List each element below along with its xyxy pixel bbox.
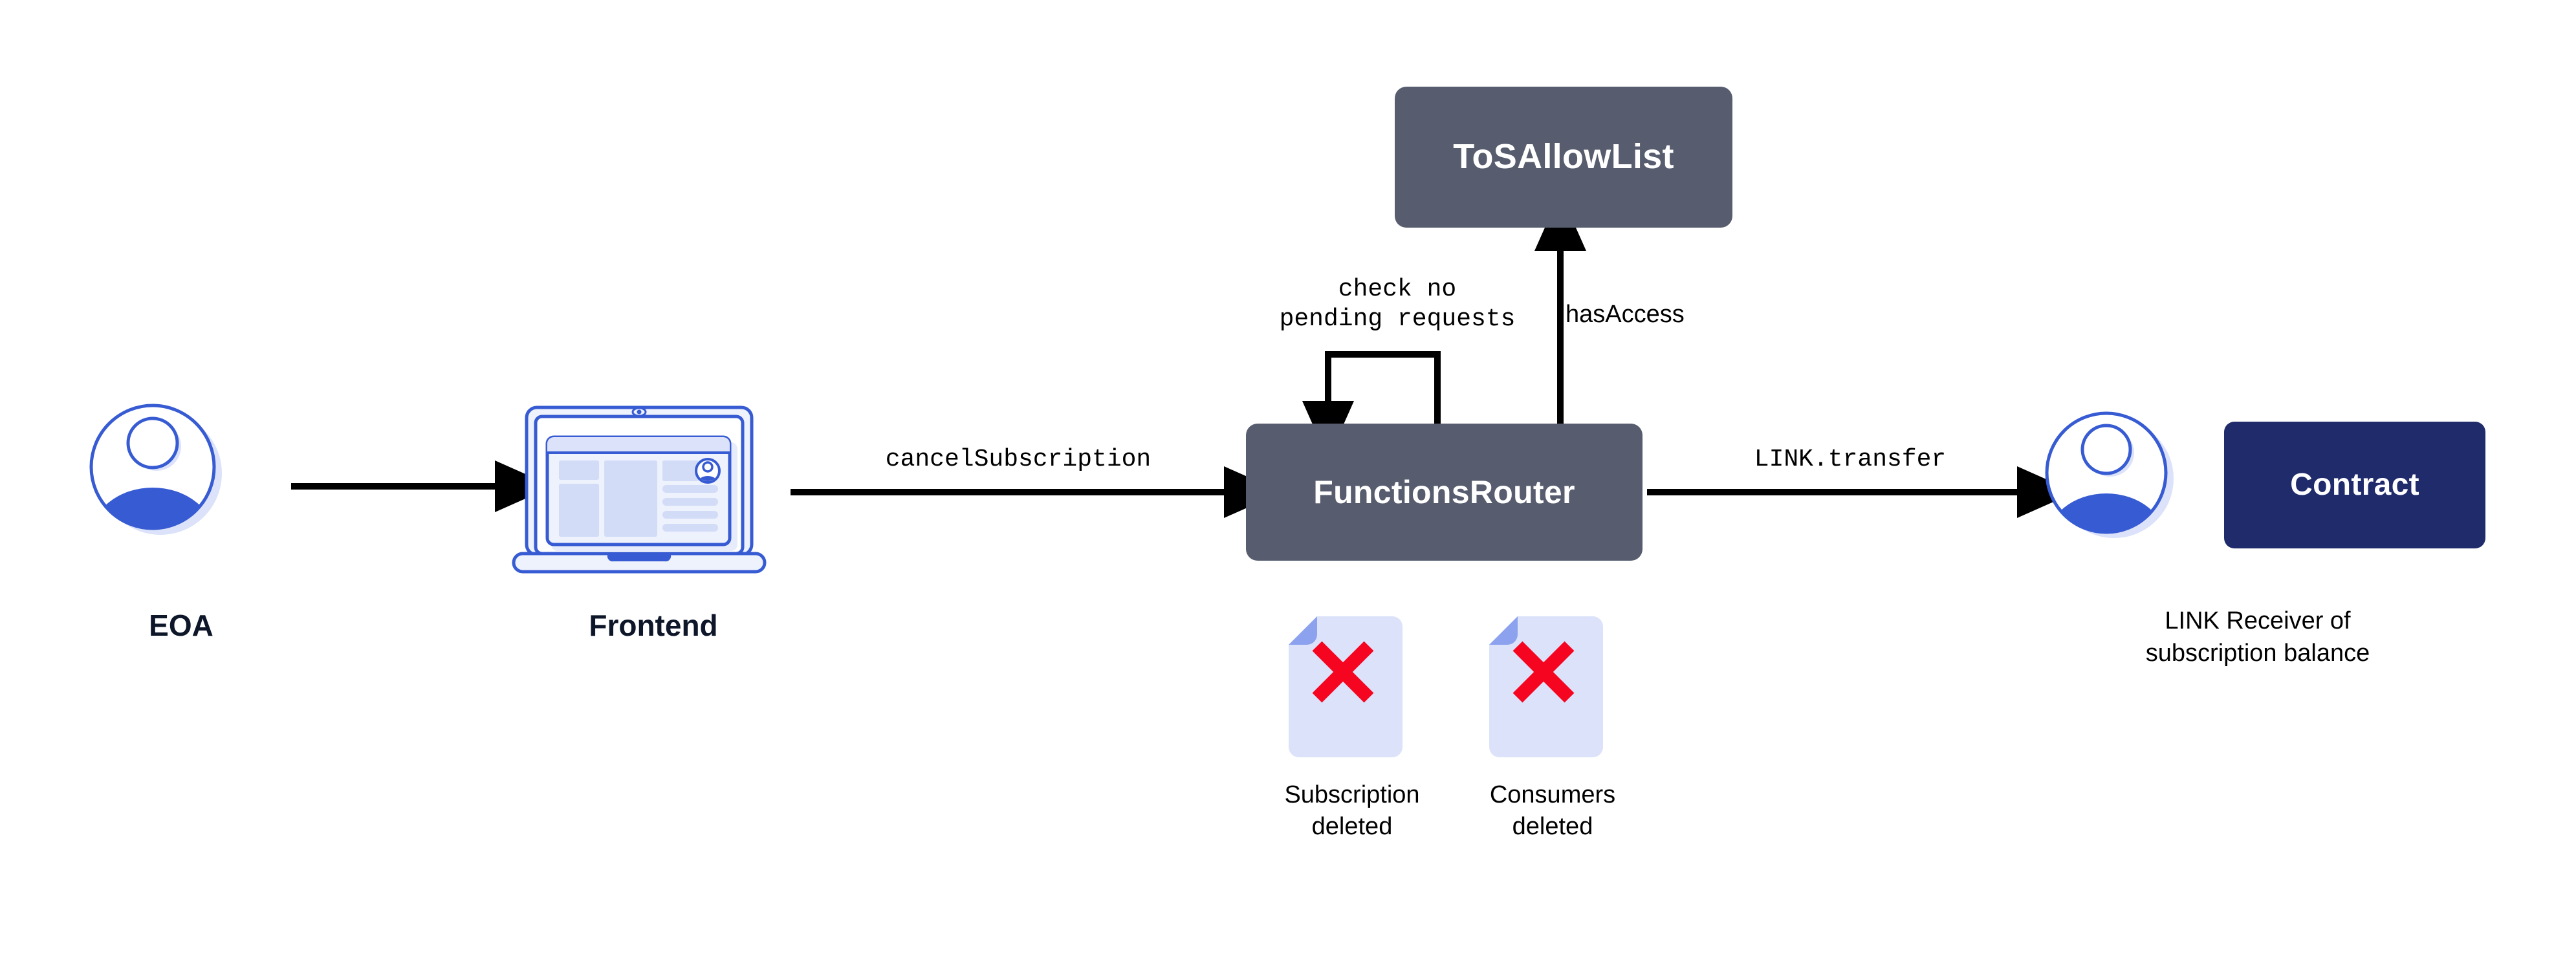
link-receiver-caption: LINK Receiver of subscription balance <box>2145 607 2370 667</box>
edge-label-check-no-pending-requests: check no pending requests <box>1279 275 1516 334</box>
eoa-avatar-icon <box>88 402 225 539</box>
subscription-deleted-caption: Subscription deleted <box>1284 781 1420 841</box>
contract-label: Contract <box>2290 467 2419 502</box>
red-x-icon <box>1512 641 1575 703</box>
consumers-deleted-caption: Consumers deleted <box>1489 781 1616 841</box>
functions-router-node[interactable]: FunctionsRouter <box>1246 424 1643 561</box>
frontend-label: Frontend <box>589 609 718 642</box>
functions-router-label: FunctionsRouter <box>1313 473 1575 510</box>
contract-node[interactable]: Contract <box>2224 422 2485 548</box>
red-x-icon <box>1312 641 1374 703</box>
edge-label-cancel-subscription: cancelSubscription <box>885 446 1152 473</box>
edge-label-link-transfer: LINK.transfer <box>1754 446 1947 473</box>
edge-router-self-loop <box>1302 351 1441 459</box>
tos-allowlist-node[interactable]: ToSAllowList <box>1395 87 1732 228</box>
edge-label-has-access: hasAccess <box>1566 301 1685 328</box>
frontend-laptop-icon <box>511 404 783 583</box>
link-receiver-avatar-icon <box>2043 410 2175 542</box>
subscription-deleted-document-icon <box>1287 616 1404 757</box>
eoa-label: EOA <box>149 609 213 642</box>
consumers-deleted-document-icon <box>1488 616 1604 757</box>
tos-allowlist-label: ToSAllowList <box>1453 137 1674 177</box>
